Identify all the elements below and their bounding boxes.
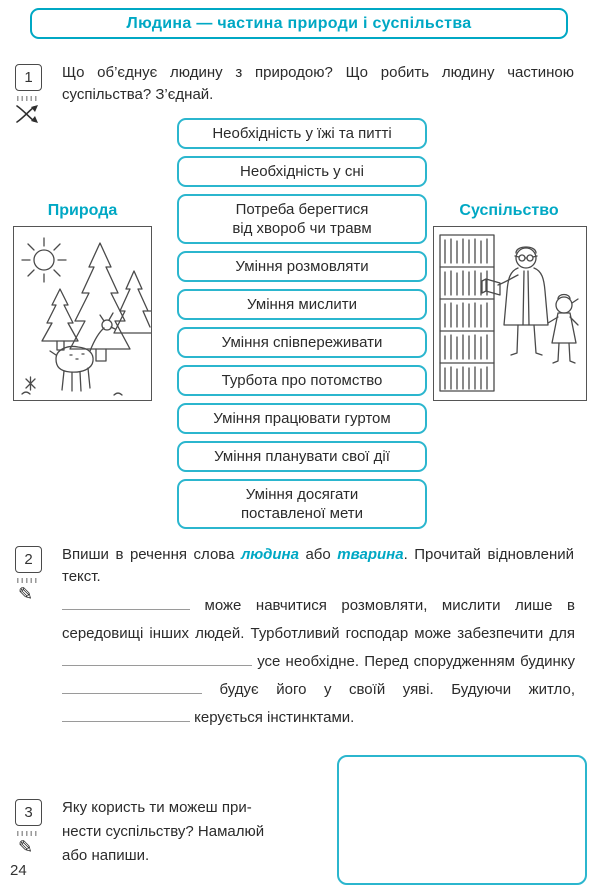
task3-line: Яку користь ти можеш при- <box>62 799 252 816</box>
blank-line[interactable] <box>62 596 190 610</box>
match-option[interactable]: Уміння розмовляти <box>177 251 427 282</box>
fill-text-3: будує його у своїй уяві. Будуючи житло, <box>202 681 575 698</box>
task2-prompt-lead: Впиши в речення слова <box>62 546 241 563</box>
task2-number: 2 <box>15 546 42 573</box>
keyword-tvaryna: тварина <box>337 546 404 563</box>
task2-prompt: Впиши в речення слова людина або тварина… <box>62 544 574 588</box>
task3-prompt: Яку користь ти можеш при- нести суспільс… <box>62 796 324 868</box>
match-option[interactable]: Турбота про потомство <box>177 365 427 396</box>
task2-prompt-mid: або <box>298 546 338 563</box>
task3-number: 3 <box>15 799 42 826</box>
match-option[interactable]: Уміння досягати поставленої мети <box>177 479 427 529</box>
task1-prompt: Що об’єднує людину з природою? Що робить… <box>62 64 574 103</box>
fill-text-1: може навчитися розмовляти, мислити лише … <box>62 597 575 642</box>
write-icon: ✎ <box>18 584 34 604</box>
write-icon: ✎ <box>18 837 34 857</box>
society-label: Суспільство <box>459 202 559 219</box>
blank-line[interactable] <box>62 708 190 722</box>
match-option[interactable]: Потреба берегтися від хвороб чи травм <box>177 194 427 244</box>
match-option[interactable]: Уміння працювати гуртом <box>177 403 427 434</box>
match-option[interactable]: Уміння планувати свої дії <box>177 441 427 472</box>
page-title: Людина — частина природи і суспільства <box>30 8 568 39</box>
dash-marks <box>17 831 37 836</box>
dash-marks <box>17 578 37 583</box>
page-number: 24 <box>10 862 27 879</box>
nature-illustration[interactable] <box>13 226 152 401</box>
task1-number: 1 <box>15 64 42 91</box>
blank-line[interactable] <box>62 680 202 694</box>
fill-in-paragraph: може навчитися розмовляти, мислити лише … <box>62 592 575 732</box>
society-illustration[interactable] <box>433 226 587 401</box>
task2-prompt-tail: . Прочитай відновлений текст. <box>62 546 574 585</box>
task3-line: або напиши. <box>62 847 150 864</box>
match-option[interactable]: Уміння співпереживати <box>177 327 427 358</box>
keyword-lyudyna: людина <box>240 546 299 563</box>
blank-line[interactable] <box>62 652 252 666</box>
connect-icon <box>14 103 40 130</box>
match-options-list: Необхідність у їжі та питті Необхідність… <box>177 118 427 529</box>
match-option[interactable]: Уміння мислити <box>177 289 427 320</box>
page-title-text: Людина — частина природи і суспільства <box>126 14 472 32</box>
task3-line: нести суспільству? Намалюй <box>62 823 265 840</box>
match-option[interactable]: Необхідність у їжі та питті <box>177 118 427 149</box>
match-option[interactable]: Необхідність у сні <box>177 156 427 187</box>
dash-marks <box>17 96 37 101</box>
fill-text-2: усе необхідне. Перед спорудженням будинк… <box>252 653 575 670</box>
nature-label: Природа <box>47 202 118 219</box>
drawing-area[interactable] <box>337 755 587 885</box>
fill-text-4: керується інстинктами. <box>190 709 355 726</box>
